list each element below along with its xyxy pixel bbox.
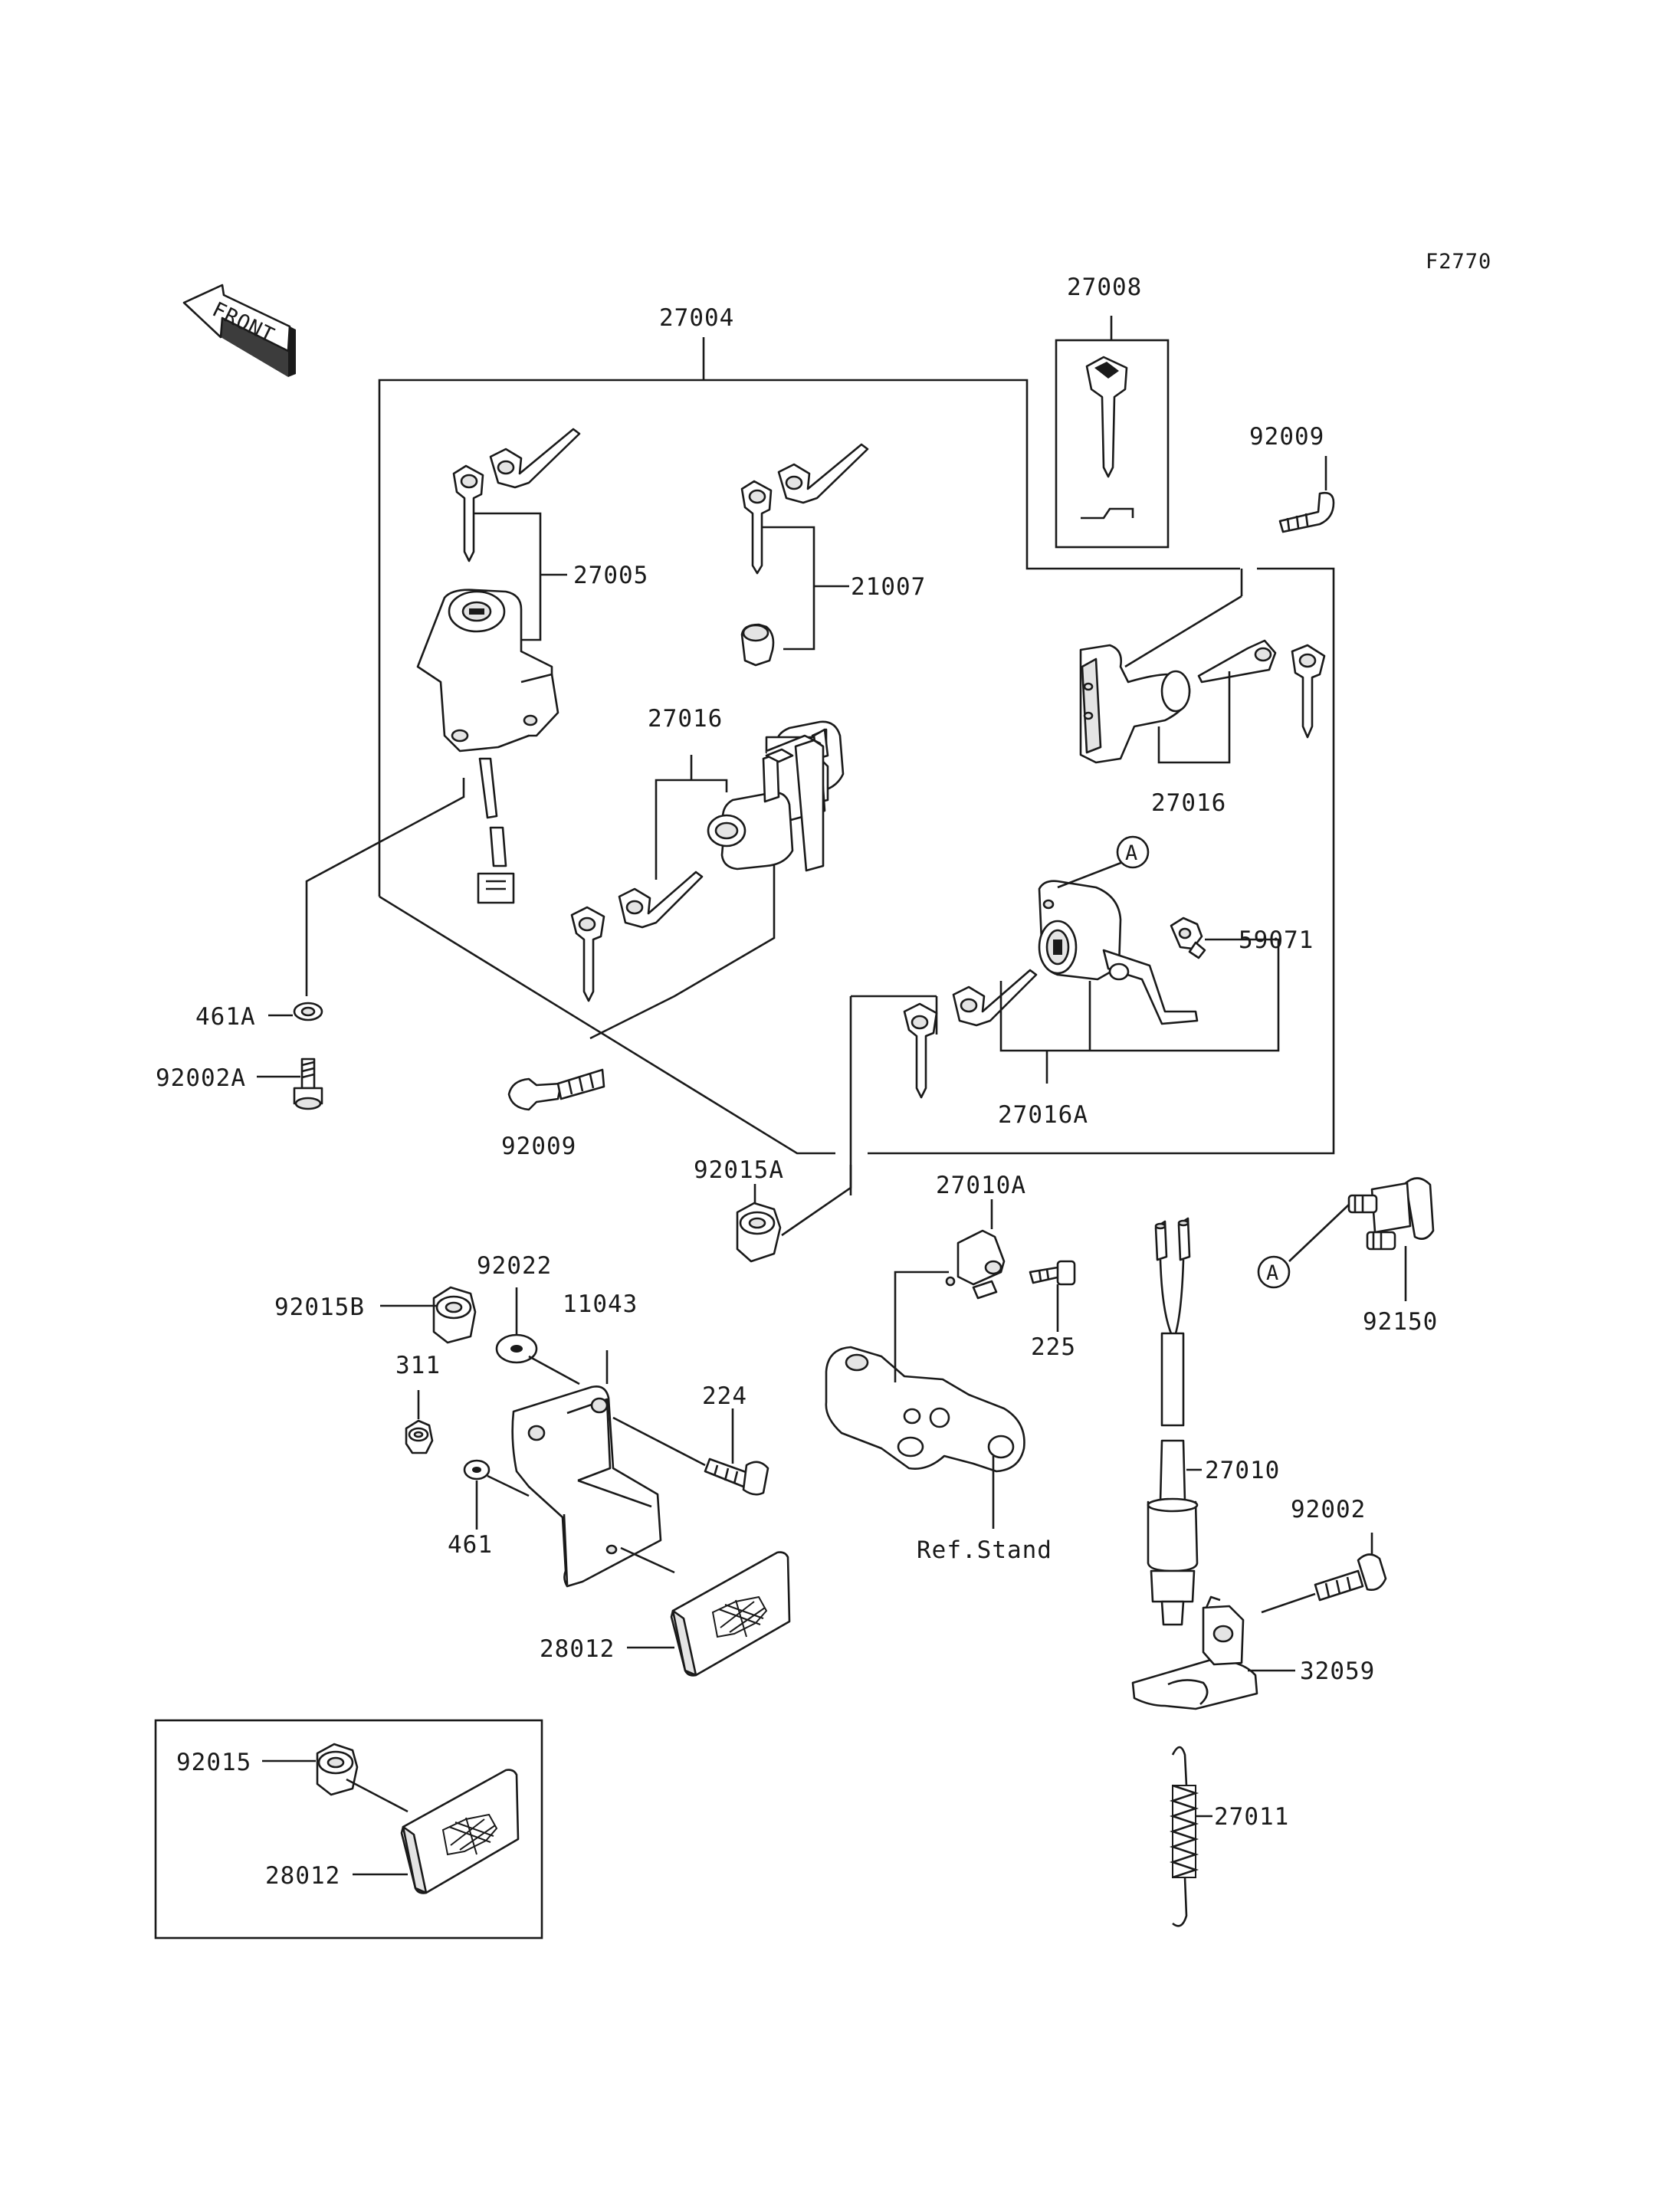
svg-text:A: A bbox=[1266, 1261, 1279, 1285]
washer-92022 bbox=[495, 1287, 580, 1385]
bracket-32059 bbox=[1131, 1595, 1258, 1710]
part-label-28012-inset: 28012 bbox=[265, 1862, 340, 1890]
spring-27011 bbox=[1169, 1746, 1199, 1927]
part-label-27016A: 27016A bbox=[998, 1101, 1088, 1129]
part-label-11043: 11043 bbox=[563, 1290, 638, 1318]
washer-461 bbox=[463, 1459, 530, 1530]
clip-59071 bbox=[1170, 917, 1206, 959]
figure-code: F2770 bbox=[1426, 250, 1491, 274]
screw-92009-top bbox=[1278, 456, 1335, 533]
bolts-92150 bbox=[1288, 1177, 1435, 1301]
part-label-92002: 92002 bbox=[1291, 1496, 1366, 1523]
part-label-92009-bottom: 92009 bbox=[501, 1133, 576, 1160]
bolt-225 bbox=[1029, 1260, 1076, 1332]
part-label-59071: 59071 bbox=[1239, 926, 1314, 954]
panel-lock-27016A bbox=[903, 857, 1280, 1099]
part-label-28012: 28012 bbox=[540, 1635, 615, 1663]
bolt-92002 bbox=[1261, 1533, 1387, 1614]
kit-27004-outline bbox=[378, 337, 1335, 1155]
part-label-21007: 21007 bbox=[851, 573, 926, 601]
side-stand-reference bbox=[825, 1271, 1025, 1529]
front-arrow-icon: FRONT bbox=[182, 284, 296, 377]
reference-marker-a-top: A bbox=[1116, 835, 1150, 869]
reflector-28012 bbox=[620, 1546, 791, 1677]
part-label-224: 224 bbox=[702, 1382, 747, 1410]
helmet-lock-cylinder bbox=[707, 739, 825, 872]
part-label-225: 225 bbox=[1031, 1333, 1076, 1361]
part-label-461: 461 bbox=[448, 1531, 493, 1559]
reflector-28012-inset bbox=[400, 1769, 520, 1894]
part-label-92150: 92150 bbox=[1363, 1308, 1438, 1336]
part-label-27016-right: 27016 bbox=[1151, 789, 1226, 817]
part-label-32059: 32059 bbox=[1300, 1658, 1375, 1685]
part-label-27016-left: 27016 bbox=[648, 705, 723, 733]
part-label-92015B: 92015B bbox=[274, 1294, 365, 1321]
nut-311 bbox=[405, 1390, 434, 1454]
bolt-92002A bbox=[293, 1058, 323, 1110]
part-label-461A: 461A bbox=[195, 1003, 256, 1031]
blank-key-27008 bbox=[1055, 316, 1170, 549]
part-label-27005: 27005 bbox=[573, 562, 648, 589]
part-label-92015: 92015 bbox=[176, 1749, 251, 1776]
part-label-92015A: 92015A bbox=[694, 1156, 784, 1184]
part-label-311: 311 bbox=[395, 1352, 441, 1379]
lock-set-21007 bbox=[740, 443, 869, 667]
part-label-27010: 27010 bbox=[1205, 1457, 1280, 1484]
bolt-224 bbox=[612, 1408, 769, 1496]
screw-92009-bottom bbox=[507, 1068, 605, 1111]
ignition-switch-27005 bbox=[305, 428, 581, 996]
key-icon bbox=[452, 428, 581, 562]
washer-461A bbox=[293, 1002, 323, 1021]
part-label-92009-top: 92009 bbox=[1249, 423, 1324, 451]
part-label-92022: 92022 bbox=[477, 1252, 552, 1280]
reference-marker-a-bottom: A bbox=[1257, 1255, 1291, 1289]
seat-lock-27016-right bbox=[1079, 569, 1326, 764]
part-label-27010A: 27010A bbox=[936, 1172, 1026, 1199]
nut-92015 bbox=[316, 1743, 359, 1796]
svg-text:A: A bbox=[1125, 841, 1138, 865]
bracket-11043 bbox=[511, 1350, 662, 1588]
switch-bracket-27010A bbox=[945, 1199, 1006, 1300]
part-label-27008: 27008 bbox=[1067, 274, 1142, 301]
part-label-27004: 27004 bbox=[659, 304, 734, 332]
nut-92015A bbox=[736, 996, 852, 1263]
alternate-reflector-inset bbox=[154, 1719, 543, 1940]
nut-92015B bbox=[432, 1286, 477, 1344]
part-label-92002A: 92002A bbox=[156, 1064, 246, 1092]
side-stand-switch-27010 bbox=[1147, 1217, 1199, 1626]
part-label-27011: 27011 bbox=[1214, 1803, 1289, 1831]
ref-stand-label: Ref.Stand bbox=[917, 1536, 1052, 1564]
